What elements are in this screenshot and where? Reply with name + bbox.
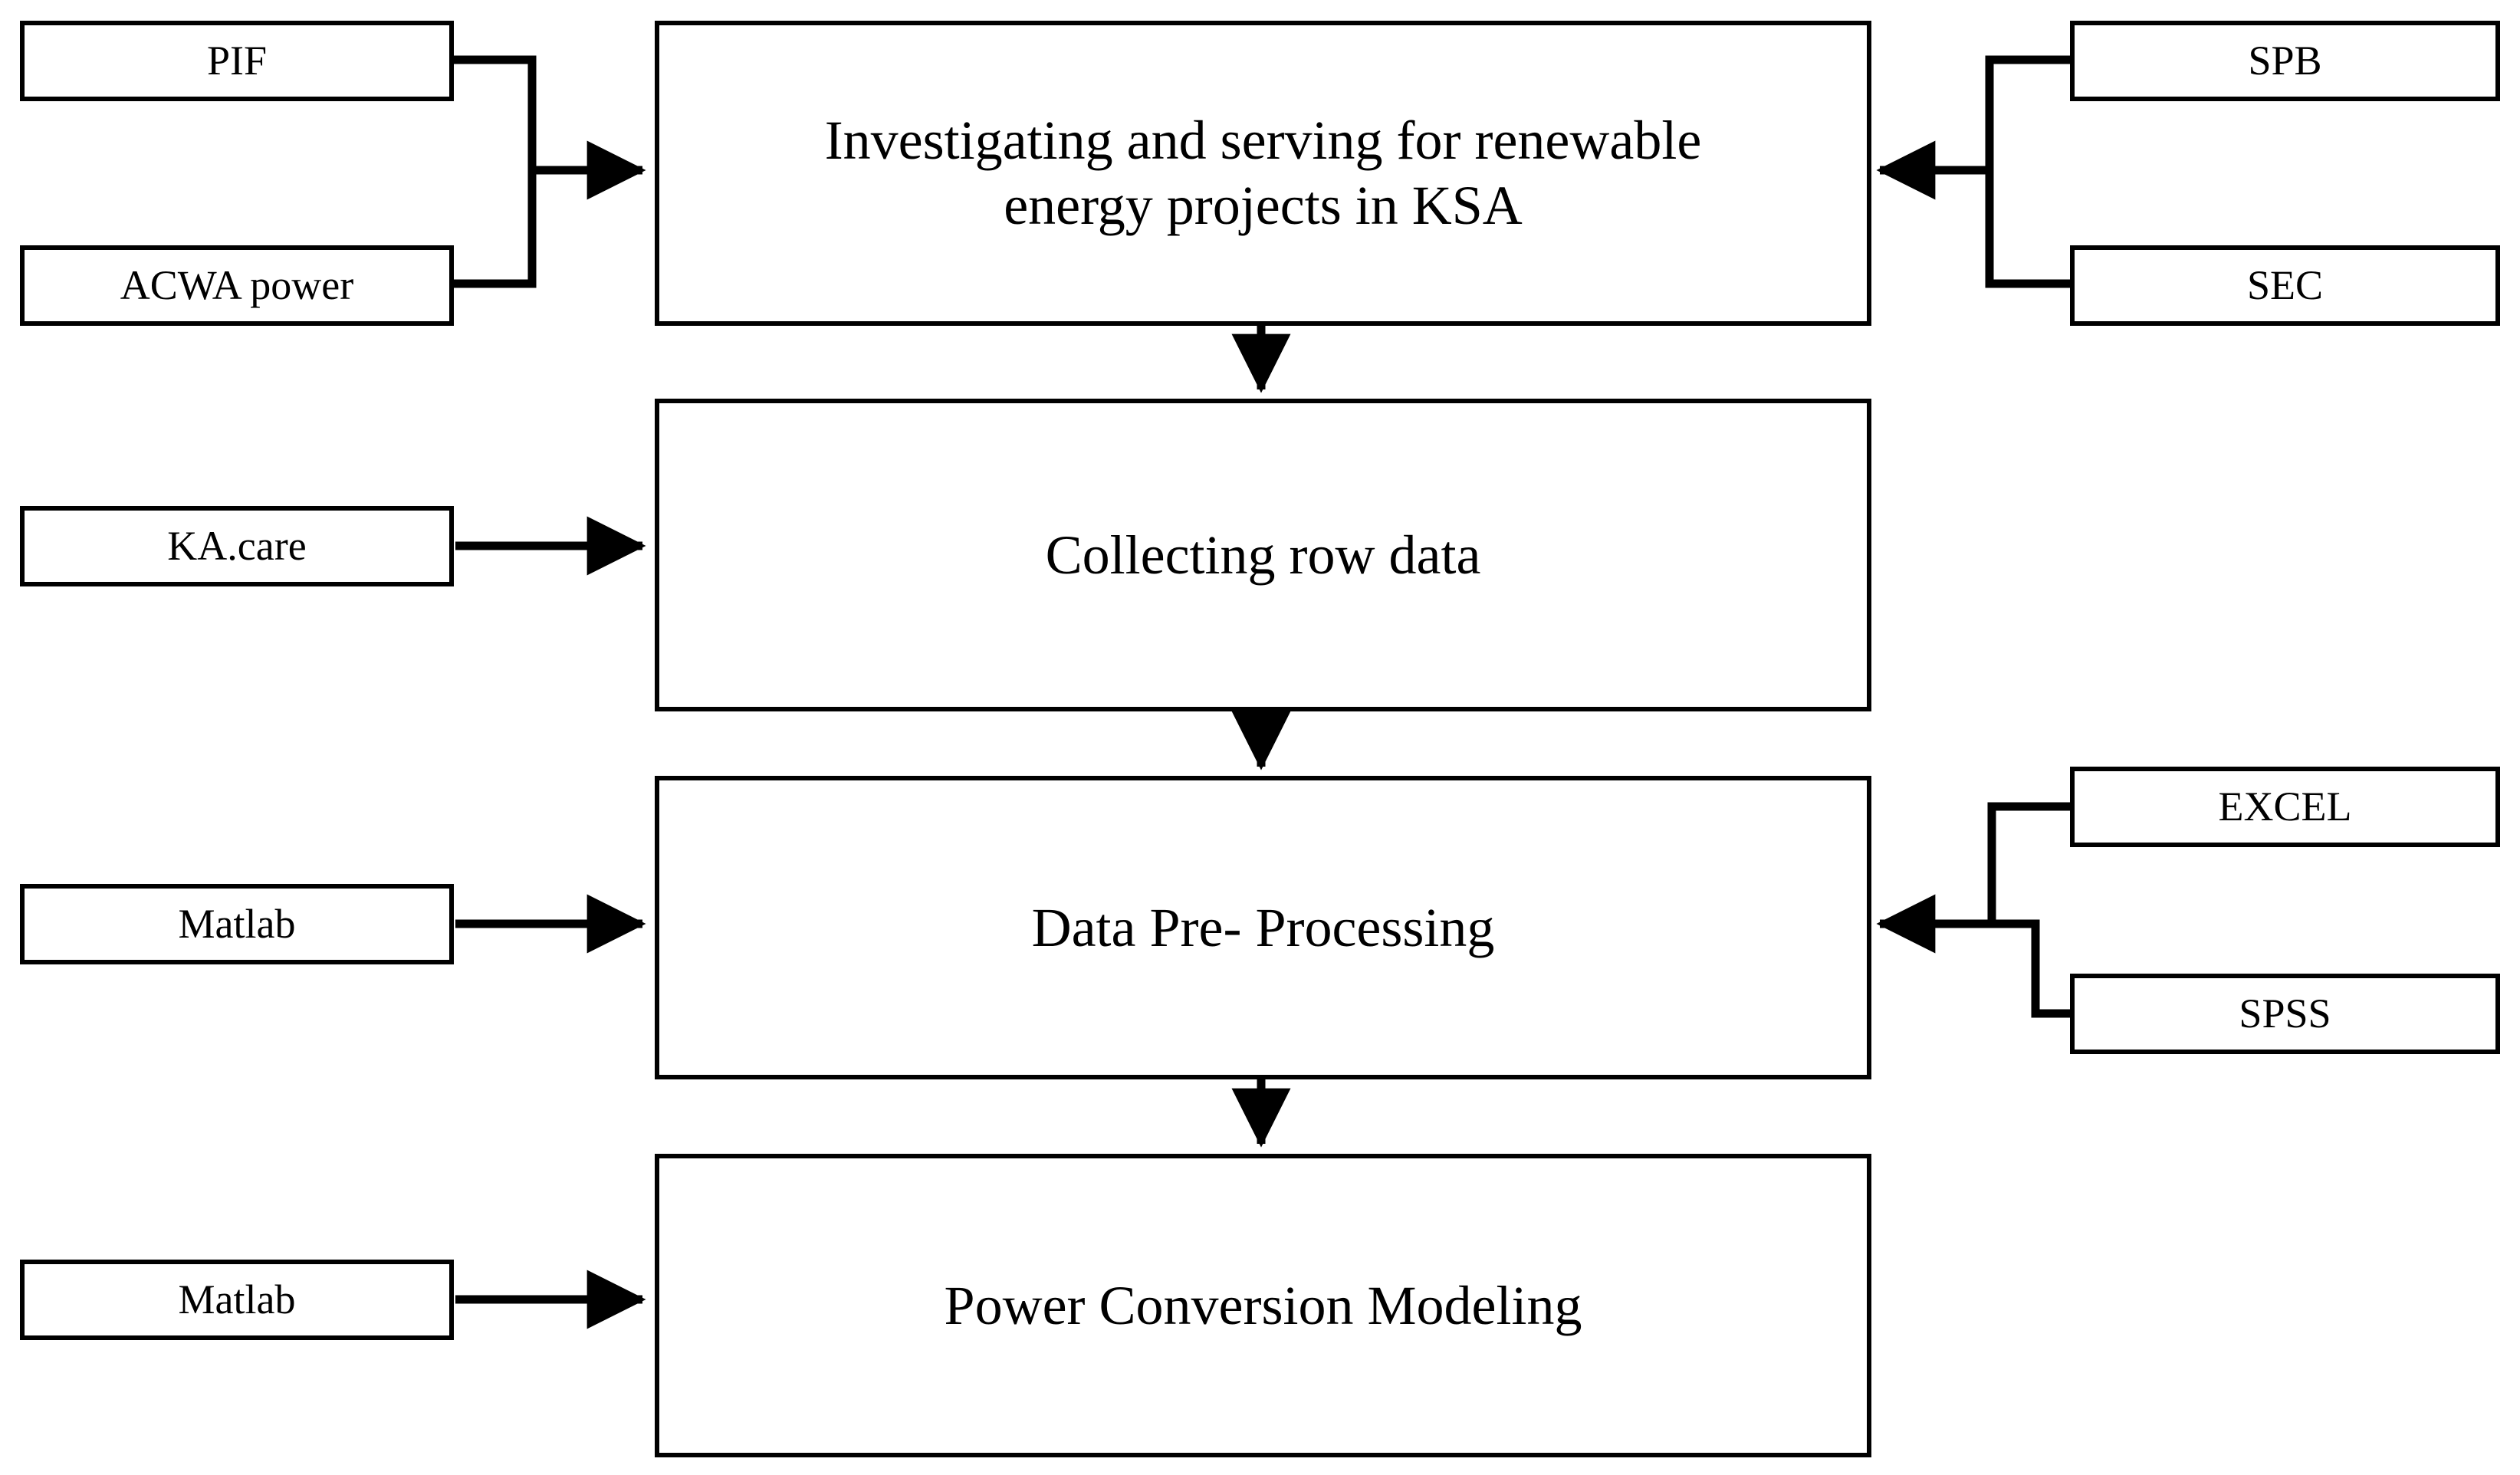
node-matlab-modeling[interactable]: Matlab	[20, 1260, 454, 1340]
connector-spb-sec-to-investigating	[1876, 55, 2070, 288]
node-spb[interactable]: SPB	[2070, 21, 2500, 101]
node-acwa-power[interactable]: ACWA power	[20, 245, 454, 326]
node-excel[interactable]: EXCEL	[2070, 767, 2500, 847]
node-spss[interactable]: SPSS	[2070, 974, 2500, 1054]
node-matlab-modeling-label: Matlab	[178, 1276, 296, 1322]
node-collecting-row-data[interactable]: Collecting row data	[655, 399, 1871, 711]
node-spss-label: SPSS	[2239, 990, 2331, 1036]
node-power-conversion-modeling-label: Power Conversion Modeling	[944, 1274, 1582, 1336]
connector-excel-spss-to-preprocessing	[1876, 802, 2070, 1018]
connector-pif-acwa-to-investigating	[451, 55, 646, 288]
node-investigating[interactable]: Investigating and serving for renewable …	[655, 21, 1871, 326]
node-spb-label: SPB	[2248, 37, 2322, 84]
node-investigating-label: Investigating and serving for renewable …	[824, 110, 1702, 236]
node-sec[interactable]: SEC	[2070, 245, 2500, 326]
node-data-pre-processing[interactable]: Data Pre- Processing	[655, 776, 1871, 1079]
node-kacare[interactable]: KA.care	[20, 506, 454, 586]
node-data-pre-processing-label: Data Pre- Processing	[1031, 896, 1495, 958]
node-excel-label: EXCEL	[2218, 783, 2352, 829]
node-kacare-label: KA.care	[167, 522, 307, 569]
node-pif[interactable]: PIF	[20, 21, 454, 101]
node-sec-label: SEC	[2246, 261, 2324, 308]
node-power-conversion-modeling[interactable]: Power Conversion Modeling	[655, 1154, 1871, 1457]
node-pif-label: PIF	[206, 37, 268, 84]
node-collecting-row-data-label: Collecting row data	[1045, 524, 1481, 586]
node-matlab-preprocessing-label: Matlab	[178, 900, 296, 947]
node-acwa-power-label: ACWA power	[120, 261, 354, 308]
node-matlab-preprocessing[interactable]: Matlab	[20, 884, 454, 964]
